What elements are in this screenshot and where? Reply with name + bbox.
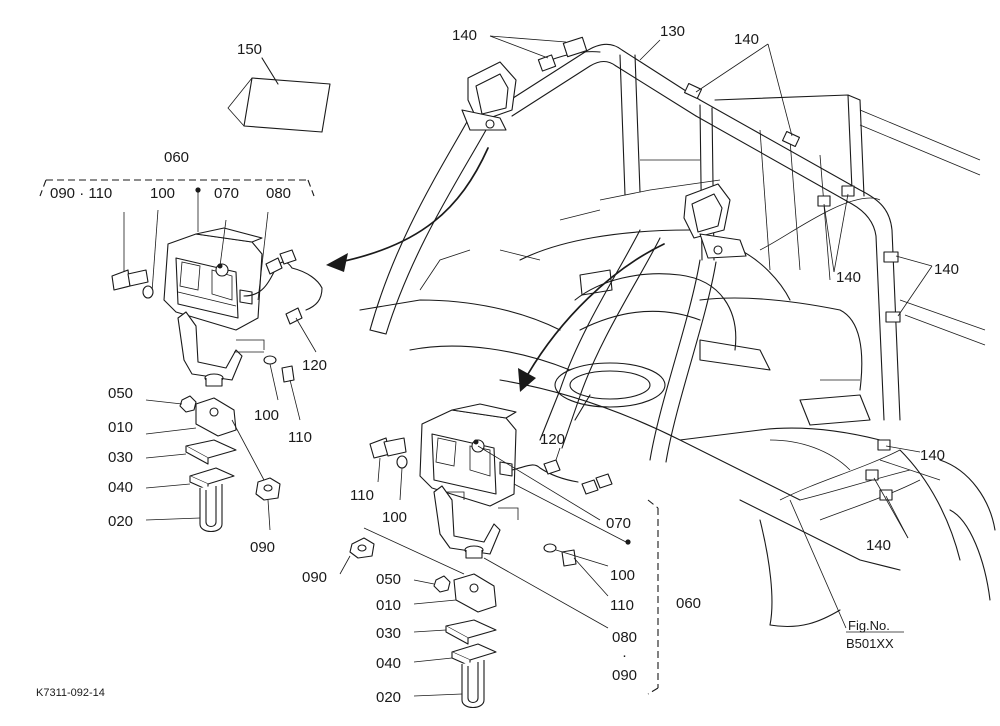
label-140-top-right: 140 [734,31,759,48]
label-110-left-bottom: 110 [288,429,312,446]
label-130: 130 [660,23,685,40]
label-140-lower-right: 140 [920,447,945,464]
label-100-left-top: 100 [150,185,175,202]
label-100-left-bottom: 100 [254,407,279,424]
leader-lines-140 [489,35,933,539]
label-070-left: 070 [214,185,239,202]
label-060-left: 060 [164,149,189,166]
vehicle-work-lamp-rear [683,183,747,259]
label-010-left: 010 [108,419,133,436]
label-050-right: 050 [376,571,401,588]
label-120-right: 120 [540,431,565,448]
vehicle-frame [359,43,996,628]
label-040-right: 040 [376,655,401,672]
label-040-left: 040 [108,479,133,496]
label-010-right: 010 [376,597,401,614]
drawing-code: K7311-092-14 [36,687,105,699]
vehicle-work-lamp-front [461,61,517,131]
part-150-sheet [227,57,331,133]
label-020-left: 020 [108,513,133,530]
label-100-right-top: 100 [382,509,407,526]
label-dot-separator: · [622,647,627,664]
right-assembly [339,403,659,709]
label-020-right: 020 [376,689,401,706]
label-110-right-top: 110 [350,487,374,504]
label-140-top: 140 [452,27,477,44]
label-150: 150 [237,41,262,58]
label-060-right: 060 [676,595,701,612]
fig-ref-leader [789,499,904,633]
label-090-left-bottom: 090 [250,539,275,556]
label-140-right: 140 [934,261,959,278]
left-assembly [39,179,323,533]
label-120-left: 120 [302,357,327,374]
label-030-left: 030 [108,449,133,466]
part-labels: 150 140 130 140 140 140 140 140 060 090 … [36,23,959,706]
label-140-mid: 140 [836,269,861,286]
label-110-right-bottom: 110 [610,597,634,614]
label-070-right: 070 [606,515,631,532]
label-080-left: 080 [266,185,291,202]
harness-clamps [537,36,901,501]
label-fig-no: Fig.No. [848,618,890,633]
label-090-right-bottom: 090 [612,667,637,684]
callout-arrows [326,147,665,392]
label-050-left: 050 [108,385,133,402]
label-080-right: 080 [612,629,637,646]
label-090-110-left: 090 · 110 [50,185,112,202]
vehicle-harness [539,51,921,521]
label-090-right-top: 090 [302,569,327,586]
label-140-bottom-right: 140 [866,537,891,554]
label-fig-no-value: B501XX [846,636,894,651]
label-030-right: 030 [376,625,401,642]
label-100-right-bottom: 100 [610,567,635,584]
